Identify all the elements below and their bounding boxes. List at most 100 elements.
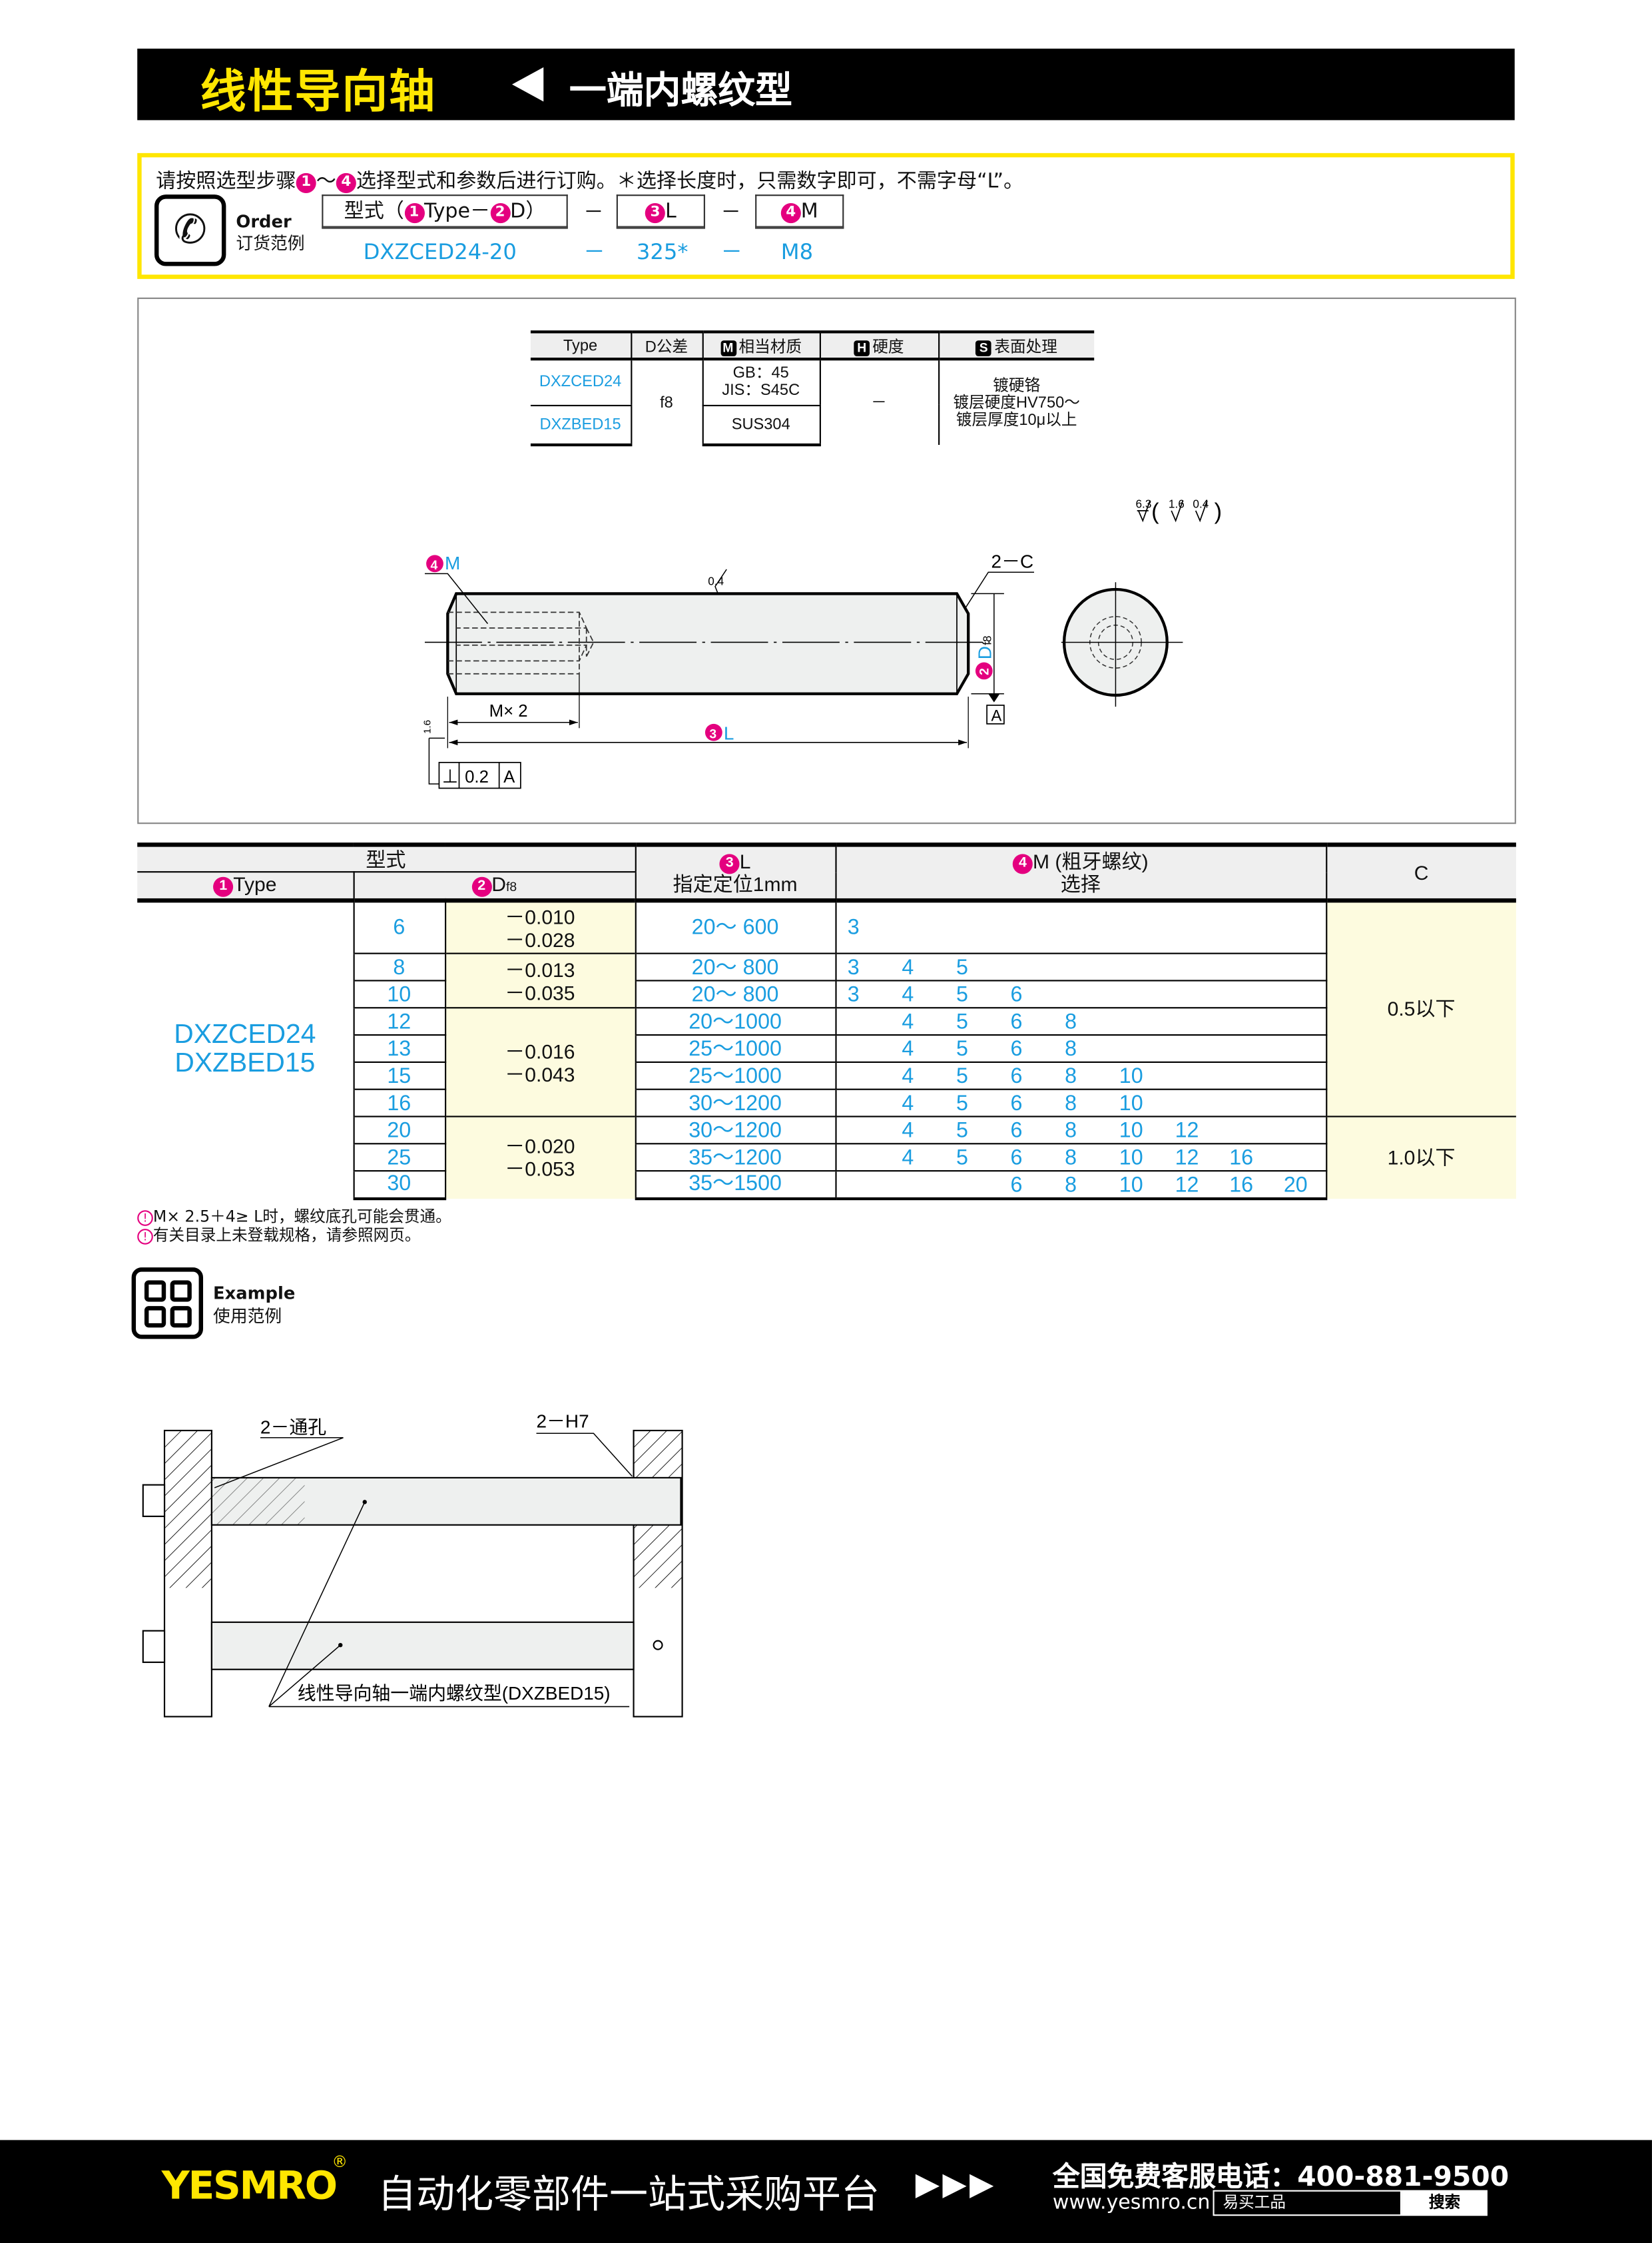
- step-badge: 4: [780, 203, 801, 224]
- m-option: 8: [1065, 1064, 1077, 1089]
- l-range-cell: 30～1200: [634, 1116, 836, 1144]
- step-badge: 1: [296, 172, 316, 193]
- dash: －: [720, 201, 741, 225]
- lower-tolerance: －0.028: [505, 927, 575, 951]
- m-option: 4: [902, 955, 914, 980]
- l-range-cell: 25～1000: [634, 1061, 836, 1090]
- m-option: 8: [1065, 1118, 1077, 1143]
- l-label: L: [724, 723, 734, 744]
- tolerance-cell: －0.010－0.028: [443, 900, 635, 954]
- page-title: 线性导向轴: [200, 64, 437, 119]
- d-cell: 15: [352, 1061, 445, 1090]
- material-gb: GB：45: [732, 365, 789, 383]
- type-value: DXZCED24: [174, 1020, 316, 1051]
- shaft-drawing: 6.3 ( 1.6 0.4 ) M 4 0.4 2－C 2 D f8 A M× …: [422, 497, 1223, 789]
- type-cell: DXZCED24: [530, 359, 631, 406]
- m-option: 10: [1119, 1173, 1143, 1197]
- shaft-side-view: M 4 0.4 2－C 2 D f8 A M× 2 3 L 1.6 ⊥ 0.2 …: [422, 551, 1035, 789]
- m-option: 6: [1010, 1145, 1023, 1171]
- slogan: 自动化零部件一站式采购平台: [378, 2172, 880, 2218]
- note-2: !有关目录上未登载规格，请参照网页。: [137, 1226, 451, 1245]
- hardness-icon: H: [854, 340, 870, 356]
- m-option: 4: [902, 1010, 914, 1035]
- hardness-cell: －: [818, 359, 939, 446]
- step-badge: 4: [1012, 854, 1033, 874]
- d-cell: 20: [352, 1116, 445, 1144]
- m-option: 12: [1175, 1145, 1199, 1171]
- example-m: M8: [780, 238, 814, 265]
- triangle-left-icon: [511, 67, 544, 102]
- material-cell: SUS304: [701, 404, 820, 447]
- example-type: DXZCED24-20: [363, 238, 517, 265]
- label: 表面处理: [994, 338, 1057, 356]
- m-option: 4: [902, 1145, 914, 1171]
- step-badge: 2: [471, 876, 492, 897]
- c-cell: 1.0以下: [1325, 1116, 1516, 1198]
- search-button[interactable]: 搜索: [1402, 2190, 1488, 2216]
- thread-depth-label: M× 2: [489, 702, 528, 721]
- m-option: 8: [1065, 1173, 1077, 1197]
- label: 型式（: [344, 200, 404, 224]
- arrows-icon: ▶▶▶: [915, 2167, 997, 2203]
- d-cell: 8: [352, 952, 445, 981]
- gtol-datum: A: [503, 768, 515, 787]
- step-badge-number: 4: [431, 559, 438, 573]
- website-link[interactable]: www.yesmro.cn: [1052, 2191, 1211, 2215]
- dash: －: [583, 238, 605, 265]
- order-label-cn: 订货范例: [236, 233, 305, 254]
- label: Type: [233, 872, 277, 896]
- d-cell: 16: [352, 1088, 445, 1117]
- m-option: 10: [1119, 1064, 1143, 1089]
- material-jis: JIS：S45C: [722, 382, 800, 400]
- l-range-cell: 20～ 800: [634, 980, 836, 1008]
- m-option: 6: [1010, 1118, 1023, 1143]
- m-option: 4: [902, 1091, 914, 1116]
- type-cell: DXZBED15: [530, 404, 631, 447]
- m-option: 5: [956, 1145, 968, 1171]
- roughness-symbols: 6.3 ( 1.6 0.4 ): [1136, 497, 1223, 525]
- usage-example-drawing: 2－通孔 2－H7 线性导向轴一端内螺纹型(DXZBED15): [142, 1411, 683, 1718]
- instruction-text: 选择型式和参数后进行订购。＊选择长度时，只需数字即可，不需字母“L”。: [356, 170, 1024, 193]
- through-hole-label: 2－通孔: [260, 1417, 326, 1437]
- m-option: 3: [847, 955, 860, 980]
- lower-tolerance: －0.035: [505, 980, 575, 1004]
- m-option: 10: [1119, 1118, 1143, 1143]
- type-value: DXZBED15: [174, 1049, 316, 1080]
- m-option: 6: [1010, 1037, 1023, 1062]
- surface-line: 镀层厚度10μ以上: [956, 411, 1077, 429]
- lower-tolerance: －0.043: [505, 1062, 575, 1086]
- dash: －: [583, 201, 604, 225]
- tolerance-cell: －0.020－0.053: [443, 1116, 635, 1198]
- d-label: D: [975, 646, 995, 659]
- l-range-cell: 20～1000: [634, 1007, 836, 1036]
- upper-tolerance: －0.013: [505, 958, 575, 981]
- m-option: 4: [902, 982, 914, 1008]
- material-icon: M: [720, 340, 736, 356]
- d-cell: 13: [352, 1034, 445, 1062]
- d-cell: 30: [352, 1170, 445, 1200]
- order-label-en: Order: [236, 211, 292, 232]
- tolerance-cell: f8: [630, 359, 702, 446]
- m-option: 16: [1229, 1145, 1254, 1171]
- lower-tolerance: －0.053: [505, 1157, 575, 1181]
- label: 选择: [1060, 872, 1101, 896]
- upper-tolerance: －0.016: [505, 1039, 575, 1062]
- tolerance-cell: －0.013－0.035: [443, 952, 635, 1008]
- m-option: 8: [1065, 1145, 1077, 1171]
- step-badge: 3: [719, 854, 740, 874]
- search-input[interactable]: 易买工品: [1213, 2190, 1402, 2216]
- m-option: 5: [956, 982, 968, 1008]
